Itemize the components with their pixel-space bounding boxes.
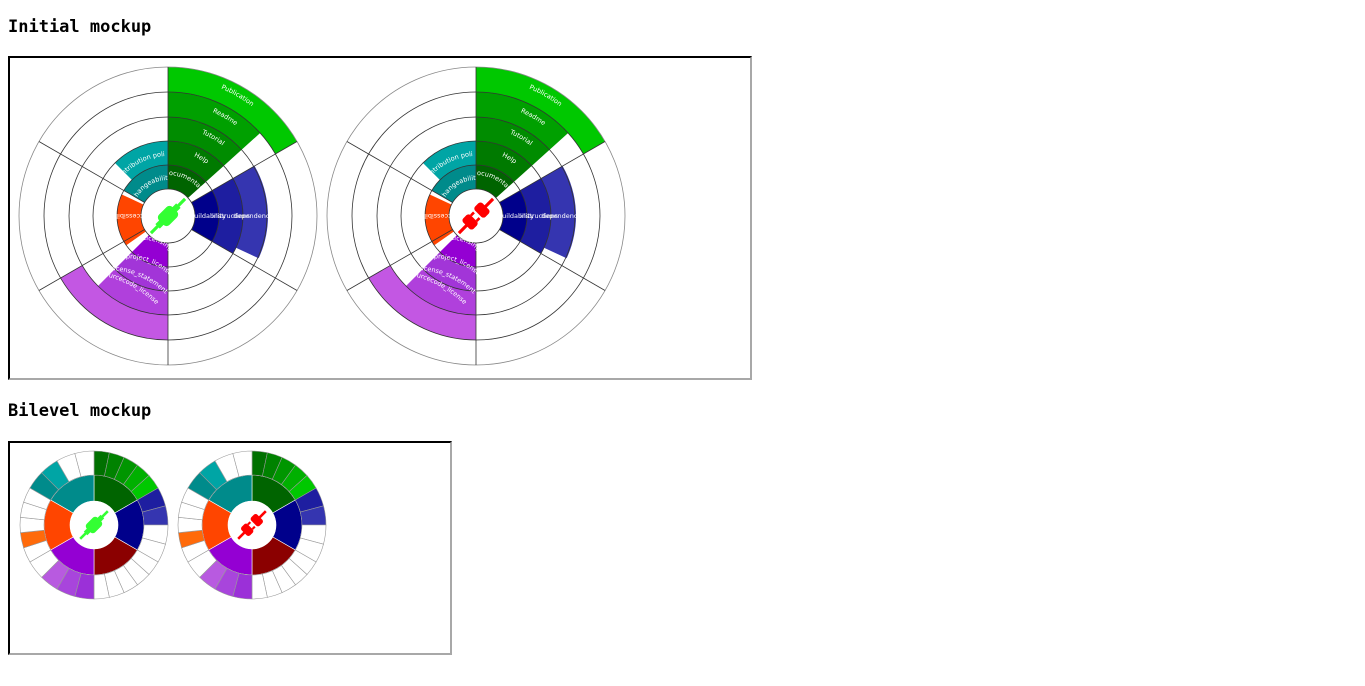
buildability-label-1: instructions xyxy=(212,212,251,220)
licensing-ring-2 xyxy=(97,269,168,315)
plug-prong xyxy=(251,525,256,530)
changeability-ring-0 xyxy=(123,165,168,203)
plug-left-cord xyxy=(457,223,469,235)
spoke xyxy=(499,141,606,203)
spoke xyxy=(499,229,606,291)
accessibility-label: Accessibility xyxy=(108,212,148,220)
buildability-label-2: dependencies xyxy=(541,212,587,220)
licensing-ring-1 xyxy=(114,252,168,291)
buildability-label-2: dependencies xyxy=(233,212,279,220)
licensing-ring-1 xyxy=(422,252,476,291)
buildability-label-1: instructions xyxy=(520,212,559,220)
documentation-ring-3 xyxy=(476,92,569,150)
buildability-ring-0 xyxy=(499,190,527,242)
buildability-ring-1 xyxy=(212,178,243,254)
plug-left-cord xyxy=(79,531,88,540)
bilevel-diagram-bad xyxy=(177,450,327,600)
plug-body xyxy=(85,516,103,534)
changeability-ring-0 xyxy=(431,165,476,203)
initial-diagrams: documentationHelpTutorialReadmePublicati… xyxy=(8,52,626,366)
documentation-ring-1 xyxy=(168,141,224,182)
spoke xyxy=(38,141,145,203)
center-hub xyxy=(228,501,276,549)
changeability-ring-1 xyxy=(422,141,476,180)
plug-prong xyxy=(470,211,475,217)
licensing-ring-3 xyxy=(60,265,168,340)
changeability-ring-1 xyxy=(114,141,168,180)
plug-disconnected-icon xyxy=(237,510,267,540)
documentation-ring-3 xyxy=(168,92,261,150)
plug-disconnected-icon xyxy=(457,197,495,235)
plug-prong xyxy=(247,521,252,526)
initial-diagram-good: documentationHelpTutorialReadmePublicati… xyxy=(8,52,318,366)
licensing-ring-3 xyxy=(368,265,476,340)
plug-connected-icon xyxy=(79,510,109,540)
buildability-ring-0 xyxy=(191,190,219,242)
bilevel-diagram-good xyxy=(19,450,169,600)
plug-half-left xyxy=(241,523,254,536)
buildability-ring-2 xyxy=(232,166,268,259)
documentation-ring-1 xyxy=(476,141,532,182)
plug-left-cord xyxy=(237,531,246,540)
spoke xyxy=(191,141,298,203)
spoke xyxy=(346,229,453,291)
spoke xyxy=(38,229,145,291)
buildability-ring-1 xyxy=(520,178,551,254)
documentation-ring-4 xyxy=(476,67,606,154)
accessibility-label: Accessibility xyxy=(416,212,456,220)
spoke xyxy=(191,229,298,291)
plug-half-right xyxy=(474,202,490,218)
plug-right-cord xyxy=(483,197,495,209)
plug-left-cord xyxy=(149,224,160,235)
initial-mockup-heading: Initial mockup xyxy=(8,17,152,37)
documentation-ring-0 xyxy=(168,165,206,198)
bilevel-mockup-heading: Bilevel mockup xyxy=(8,401,152,421)
documentation-ring-2 xyxy=(168,117,242,166)
buildability-label-0: buildability xyxy=(190,212,226,220)
documentation-ring-4 xyxy=(168,67,298,154)
plug-half-right xyxy=(250,514,263,527)
licensing-ring-2 xyxy=(405,269,476,315)
spoke xyxy=(346,141,453,203)
plug-body xyxy=(157,205,179,227)
outer-segment-26 xyxy=(232,450,253,478)
plug-half-left xyxy=(462,214,478,230)
bilevel-diagrams xyxy=(19,450,327,600)
buildability-label-0: buildability xyxy=(498,212,534,220)
plug-right-cord xyxy=(176,197,187,208)
plug-right-cord xyxy=(258,510,267,519)
plug-right-cord xyxy=(100,510,109,519)
documentation-ring-0 xyxy=(476,165,514,198)
documentation-ring-2 xyxy=(476,117,550,166)
outer-segment-26 xyxy=(74,450,95,478)
plug-prong xyxy=(475,217,481,222)
buildability-ring-2 xyxy=(540,166,576,259)
bilevel-mockup-frame xyxy=(8,441,452,655)
